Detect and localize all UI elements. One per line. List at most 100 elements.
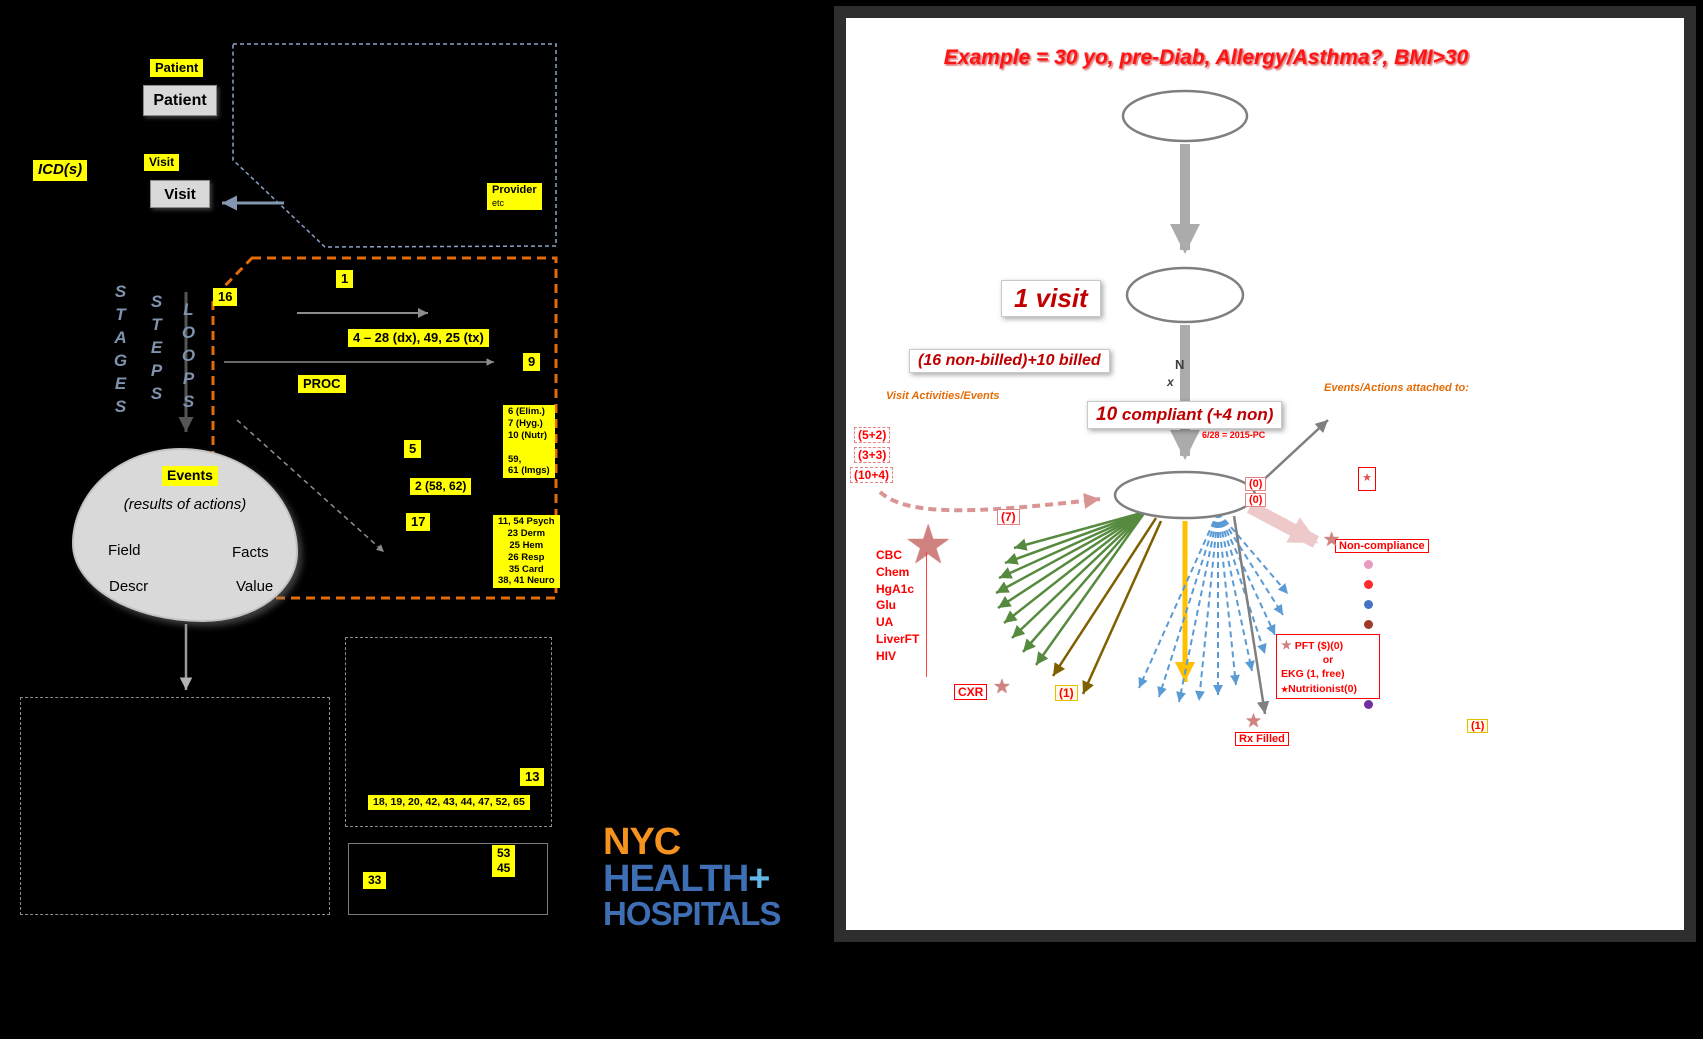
label-proc: PROC (298, 375, 346, 394)
logo-health: HEALTH+ (603, 858, 770, 901)
zero-label-2: (0) (1245, 493, 1267, 507)
tally-box-3: (10+4) (850, 467, 894, 483)
green-arrow (1034, 511, 1147, 666)
lab-item: UA (876, 615, 894, 630)
label-17: 17 (406, 513, 431, 532)
visit-callout: 1 visit (1001, 280, 1101, 317)
blue-dashed-arrow (1157, 511, 1219, 698)
legend-dot (1364, 560, 1373, 569)
label-2-58-62: 2 (58, 62) (410, 478, 472, 495)
legend-dot (1364, 600, 1373, 609)
x-times-label: x (1167, 375, 1174, 389)
ekg-line: EKG (1, free) (1281, 668, 1345, 681)
noncompliance-text: Non-compliance (1339, 540, 1425, 552)
blue-dashed-arrow (1138, 511, 1219, 689)
labs-list: CBC Chem HgA1c Glu UA LiverFT HIV (876, 547, 919, 665)
label-elim-group: 6 (Elim.) 7 (Hyg.) 10 (Nutr) 59, 61 (Img… (503, 405, 555, 479)
events-title: Events (162, 466, 218, 486)
right-frame: Example = 30 yo, pre-Diab, Allergy/Asthm… (834, 6, 1696, 942)
lab-item: HIV (876, 648, 897, 663)
rail-steps: STEPS (147, 292, 166, 407)
right-panel: Example = 30 yo, pre-Diab, Allergy/Asthm… (846, 18, 1684, 930)
n-times-label: N (1175, 357, 1185, 372)
label-id-list: 18, 19, 20, 42, 43, 44, 47, 52, 65 (368, 795, 530, 811)
blue-dashed-arrow (1176, 511, 1219, 703)
label-53-45: 53 45 (492, 845, 516, 877)
blue-dashed-arrow (1217, 511, 1276, 636)
labs-bracket-line (926, 552, 927, 677)
gray-arrow-to-rx (1232, 515, 1270, 715)
events-blob: Events (results of actions) Field Facts … (72, 448, 298, 622)
provider-region-outline (232, 43, 557, 248)
blue-dashed-arrow (1217, 511, 1284, 616)
output-box-middle (345, 637, 552, 827)
billed-callout: (16 non-billed)+10 billed (909, 349, 1110, 373)
label-13: 13 (520, 768, 545, 787)
label-33: 33 (363, 872, 387, 889)
right-connectors-svg (878, 89, 1329, 715)
events-descr: Descr (109, 578, 149, 595)
rail-loops: LOOPS (179, 300, 198, 415)
or-line: or (1322, 654, 1334, 667)
olive-arrow (1081, 520, 1163, 695)
star-icon: ★ (1324, 530, 1340, 549)
label-9: 9 (523, 353, 541, 372)
legend-dot (1364, 580, 1373, 589)
legend-dot (1364, 700, 1373, 709)
legend-dot (1364, 620, 1373, 629)
count-1-right-label: (1) (1467, 719, 1489, 733)
compliant-callout: 10 compliant (+4 non) (1087, 401, 1283, 429)
node-ellipse-top (1121, 89, 1249, 143)
events-subtitle: (results of actions) (123, 496, 247, 513)
blue-dashed-arrow (1217, 511, 1289, 595)
visit-activities-label: Visit Activities/Events (886, 390, 1000, 402)
lab-item: CBC (876, 548, 902, 562)
nutritionist-line: ★Nutritionist(0) (1281, 682, 1357, 695)
pft-line: ★ PFT ($)(0) (1281, 638, 1344, 652)
lab-item: Glu (876, 598, 896, 613)
label-16: 16 (213, 288, 238, 307)
tally-dashed-arrow (878, 490, 1101, 513)
logo-nyc: NYC (603, 821, 681, 863)
label-dx-tx: 4 – 28 (dx), 49, 25 (tx) (348, 329, 489, 348)
events-value: Value (236, 578, 274, 595)
star-icon: ★ (1281, 638, 1292, 652)
label-1: 1 (336, 270, 354, 289)
patient-tag: Patient (150, 59, 204, 78)
visit-tag: Visit (144, 154, 180, 171)
blue-dashed-arrow (1217, 511, 1255, 672)
node-ellipse-bottom (1113, 470, 1257, 520)
nyc-hh-logo: NYC HEALTH+ HOSPITALS (603, 821, 781, 931)
output-box-bottom (348, 843, 548, 915)
pc-note: 6/28 = 2015-PC (1202, 430, 1266, 440)
olive-arrow (1051, 517, 1158, 677)
provider-tag: Provider etc (487, 183, 542, 210)
output-box-left (20, 697, 330, 915)
patient-box: Patient (143, 85, 217, 116)
zero-label-1: (0) (1245, 477, 1267, 491)
blue-dashed-arrow (1217, 511, 1240, 686)
star-box: ★ (1358, 467, 1376, 491)
count-7-label: (7) (997, 509, 1020, 525)
green-arrow (998, 510, 1146, 580)
compliant-rest: compliant (+4 non) (1117, 405, 1274, 424)
noncompliance-arrow (1246, 501, 1320, 548)
events-field: Field (108, 542, 141, 559)
lab-item: Chem (876, 564, 910, 579)
green-arrow (997, 510, 1146, 610)
example-title: Example = 30 yo, pre-Diab, Allergy/Asthm… (943, 46, 1469, 69)
logo-plus: + (748, 858, 770, 901)
blue-dashed-arrow (1217, 511, 1267, 655)
label-specialties-group: 11, 54 Psych 23 Derm 25 Hem 26 Resp 35 C… (493, 515, 560, 589)
events-facts: Facts (232, 544, 269, 561)
count-1-mid-label: (1) (1055, 685, 1078, 701)
green-arrow (1011, 511, 1146, 639)
lab-item: HgA1c (876, 581, 915, 596)
label-5: 5 (404, 440, 422, 459)
node-ellipse-middle (1125, 266, 1245, 324)
star-icon: ★ (993, 676, 1011, 698)
rail-stages: STAGES (111, 282, 130, 420)
blue-dashed-arrow (1195, 511, 1219, 702)
tally-box-2: (3+3) (854, 447, 891, 463)
